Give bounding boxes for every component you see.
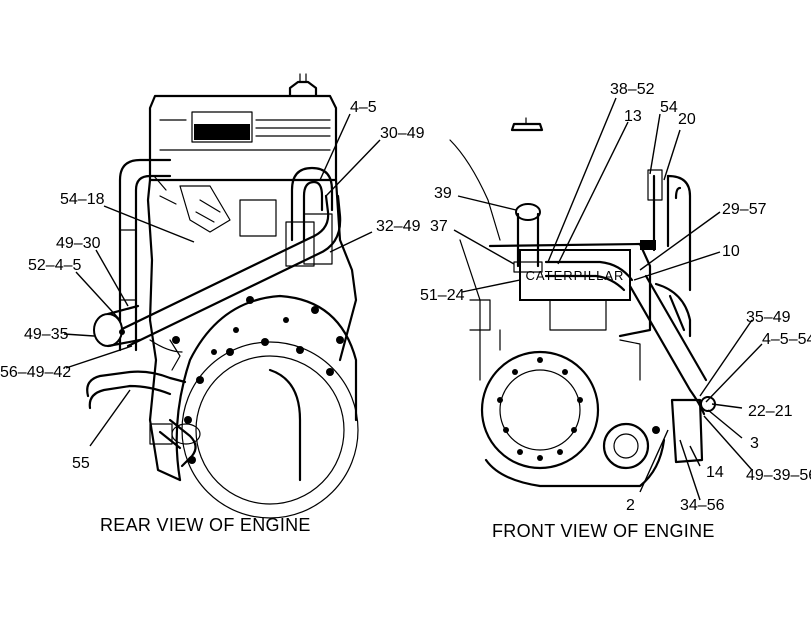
callout-39: 39 bbox=[434, 185, 452, 202]
callout-49-30: 49–30 bbox=[56, 235, 101, 252]
callout-52-4-5: 52–4–5 bbox=[28, 257, 81, 274]
callout-34-56: 34–56 bbox=[680, 497, 725, 514]
callout-2: 2 bbox=[626, 497, 635, 514]
rear-view-caption: REAR VIEW OF ENGINE bbox=[100, 515, 311, 535]
callout-4-5-54: 4–5–54 bbox=[762, 331, 811, 348]
callout-56-49-42: 56–49–42 bbox=[0, 364, 71, 381]
rear-view-drawing bbox=[86, 73, 359, 519]
callout-49-39-56: 49–39–56 bbox=[746, 467, 811, 484]
callout-49-35: 49–35 bbox=[24, 326, 69, 343]
callout-51-24: 51–24 bbox=[420, 287, 465, 304]
callout-20: 20 bbox=[678, 111, 696, 128]
callout-55: 55 bbox=[72, 455, 90, 472]
callout-10: 10 bbox=[722, 243, 740, 260]
callout-35-49: 35–49 bbox=[746, 309, 791, 326]
callout-22-21: 22–21 bbox=[748, 403, 793, 420]
front-view-drawing: CATERPILLAR bbox=[449, 117, 716, 488]
callout-13: 13 bbox=[624, 108, 642, 125]
callout-38-52: 38–52 bbox=[610, 81, 655, 98]
callout-32-49: 32–49 bbox=[376, 218, 421, 235]
front-view-caption: FRONT VIEW OF ENGINE bbox=[492, 521, 715, 541]
callout-29-57: 29–57 bbox=[722, 201, 767, 218]
callout-30-49: 30–49 bbox=[380, 125, 425, 142]
callout-37: 37 bbox=[430, 218, 448, 235]
callout-3: 3 bbox=[750, 435, 759, 452]
leader-lines bbox=[63, 97, 763, 501]
callout-4-5-rear: 4–5 bbox=[350, 99, 377, 116]
callout-14: 14 bbox=[706, 464, 724, 481]
callout-54: 54 bbox=[660, 99, 678, 116]
callout-54-18: 54–18 bbox=[60, 191, 105, 208]
